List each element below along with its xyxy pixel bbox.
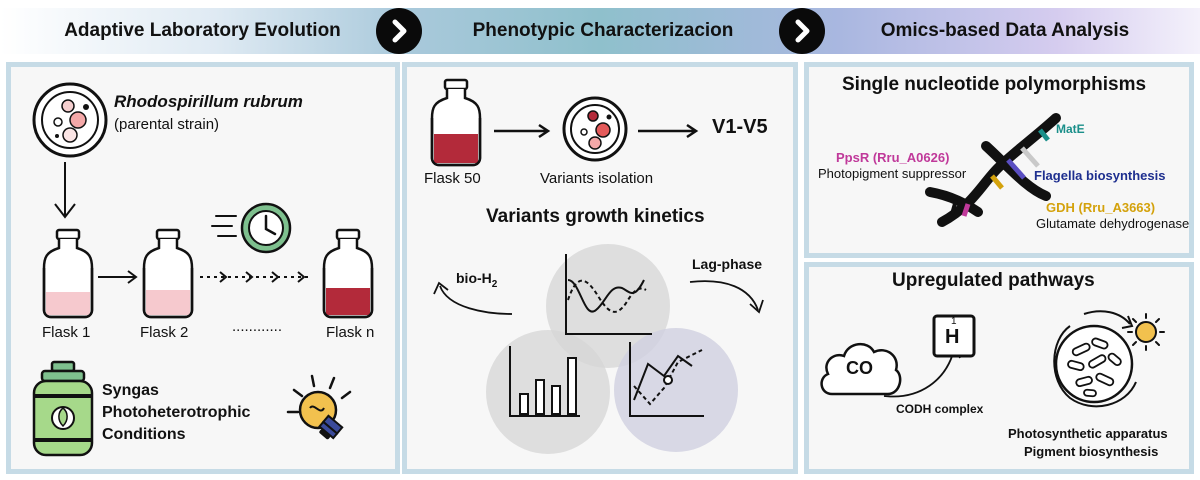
curved-arrow-icon <box>433 281 513 315</box>
arrow-down-icon <box>54 162 76 219</box>
hydrogen-element-icon <box>932 314 976 358</box>
variants-label: V1-V5 <box>712 116 768 138</box>
gas-cylinder-icon <box>32 360 94 457</box>
kinetics-title: Variants growth kinetics <box>486 206 705 227</box>
co-label: CO <box>846 358 873 378</box>
hydrogen-number: 1 <box>951 316 957 327</box>
flask-icon <box>42 228 94 319</box>
flask-icon <box>142 228 194 319</box>
hydrogen-symbol: H <box>945 326 960 348</box>
snp-title: Single nucleotide polymorphisms <box>842 74 1147 95</box>
flask-label: Flask n <box>326 324 375 341</box>
snp-flagella-label: Flagella biosynthesis <box>1034 168 1166 183</box>
photosynthetic-label: Photosynthetic apparatus <box>1008 426 1168 441</box>
co-cloud-icon <box>820 343 902 396</box>
clock-fast-icon <box>211 202 292 254</box>
flask-dots: ............ <box>232 318 283 335</box>
codh-label: CODH complex <box>896 402 984 416</box>
bacteria-cell-icon <box>1053 310 1165 408</box>
organism-name: Rhodospirillum rubrum <box>114 92 303 111</box>
strain-note: (parental strain) <box>114 116 220 133</box>
stage-ale-title: Adaptive Laboratory Evolution <box>64 20 341 41</box>
bio-h2-label: bio-H2 <box>456 270 498 290</box>
dna-icon <box>925 113 1061 227</box>
snp-ppsr-desc: Photopigment suppressor <box>818 166 967 181</box>
isolation-label: Variants isolation <box>540 170 654 187</box>
stage-banner <box>0 8 1200 54</box>
snp-gdh-label: GDH (Rru_A3663) <box>1046 200 1156 215</box>
growth-curve-chart <box>565 254 652 335</box>
arrow-right-icon <box>494 123 551 139</box>
chevron-right-icon <box>376 8 422 54</box>
flask-label: Flask 50 <box>424 170 481 187</box>
growth-kinetics-circles <box>486 244 738 454</box>
upregulated-title: Upregulated pathways <box>892 270 1095 291</box>
petri-dish-icon <box>562 96 628 162</box>
lag-phase-label: Lag-phase <box>692 256 763 272</box>
flask-label: Flask 1 <box>42 324 91 341</box>
bar-chart-icon <box>509 346 580 417</box>
pigment-label: Pigment biosynthesis <box>1024 444 1159 459</box>
stage-omics-title: Omics-based Data Analysis <box>880 20 1130 41</box>
chevron-right-icon <box>779 8 825 54</box>
arrow-right-icon <box>98 270 138 284</box>
arrow-right-icon <box>638 123 699 139</box>
condition-line: Photoheterotrophic <box>102 404 251 421</box>
stage-phenotypic-title: Phenotypic Characterizacion <box>472 20 734 41</box>
condition-line: Syngas <box>102 382 159 399</box>
snp-ppsr-label: PpsR (Rru_A0626) <box>836 150 950 165</box>
snp-mate-label: MatE <box>1056 122 1085 136</box>
snp-gdh-desc: Glutamate dehydrogenase <box>1036 216 1190 231</box>
light-bulb-icon <box>286 374 352 440</box>
line-chart-icon <box>629 342 704 417</box>
flask-label: Flask 2 <box>140 324 189 341</box>
flask-icon <box>430 78 482 167</box>
condition-line: Conditions <box>102 426 186 443</box>
flask-icon <box>322 228 374 319</box>
arrow-chain-icon <box>200 271 310 283</box>
curved-arrow-icon <box>689 280 764 314</box>
petri-dish-icon <box>32 82 108 158</box>
